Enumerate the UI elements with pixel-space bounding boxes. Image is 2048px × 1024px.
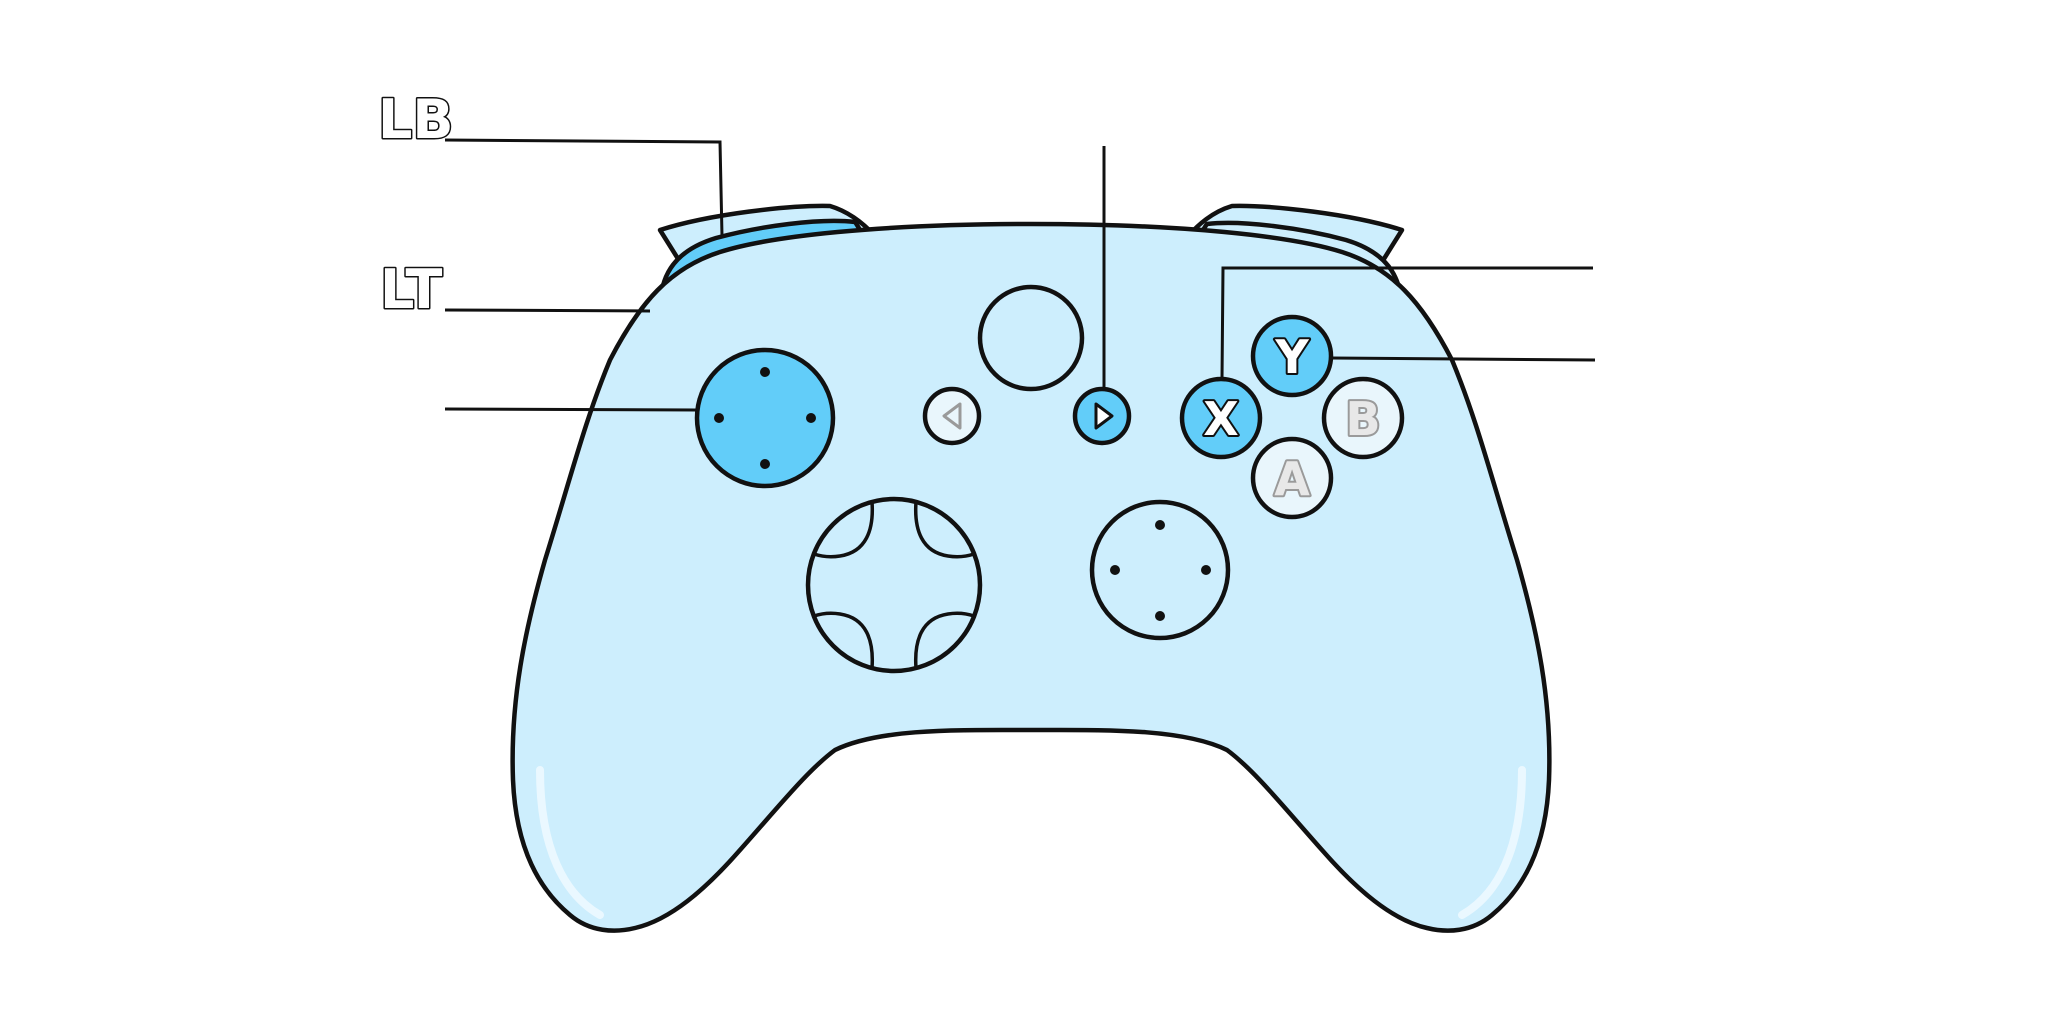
body-highlight-right	[1458, 766, 1526, 919]
body-highlight	[536, 766, 604, 919]
y-button: Y	[1250, 314, 1334, 398]
a-button-label: A	[1274, 452, 1310, 506]
lb-label: LB	[378, 88, 454, 151]
a-button: A	[1250, 436, 1334, 520]
right-stick	[1089, 499, 1231, 641]
left-stick-leader-line	[444, 407, 698, 412]
y-button-label: Y	[1274, 330, 1309, 384]
y-button-leader-line	[1330, 356, 1596, 362]
x-button-label: X	[1203, 392, 1238, 446]
menu-button	[1072, 386, 1132, 446]
x-button: X	[1179, 376, 1263, 460]
b-button: B	[1321, 376, 1405, 460]
lt-label: LT	[380, 258, 442, 321]
b-button-label: B	[1345, 392, 1380, 446]
lb-leader-line	[444, 138, 724, 237]
d-pad	[805, 496, 983, 674]
left-stick	[694, 347, 836, 489]
guide-button	[977, 284, 1085, 392]
x-button-leader-line	[1220, 266, 1593, 380]
view-button	[922, 386, 982, 446]
lt-leader-line	[444, 308, 651, 313]
